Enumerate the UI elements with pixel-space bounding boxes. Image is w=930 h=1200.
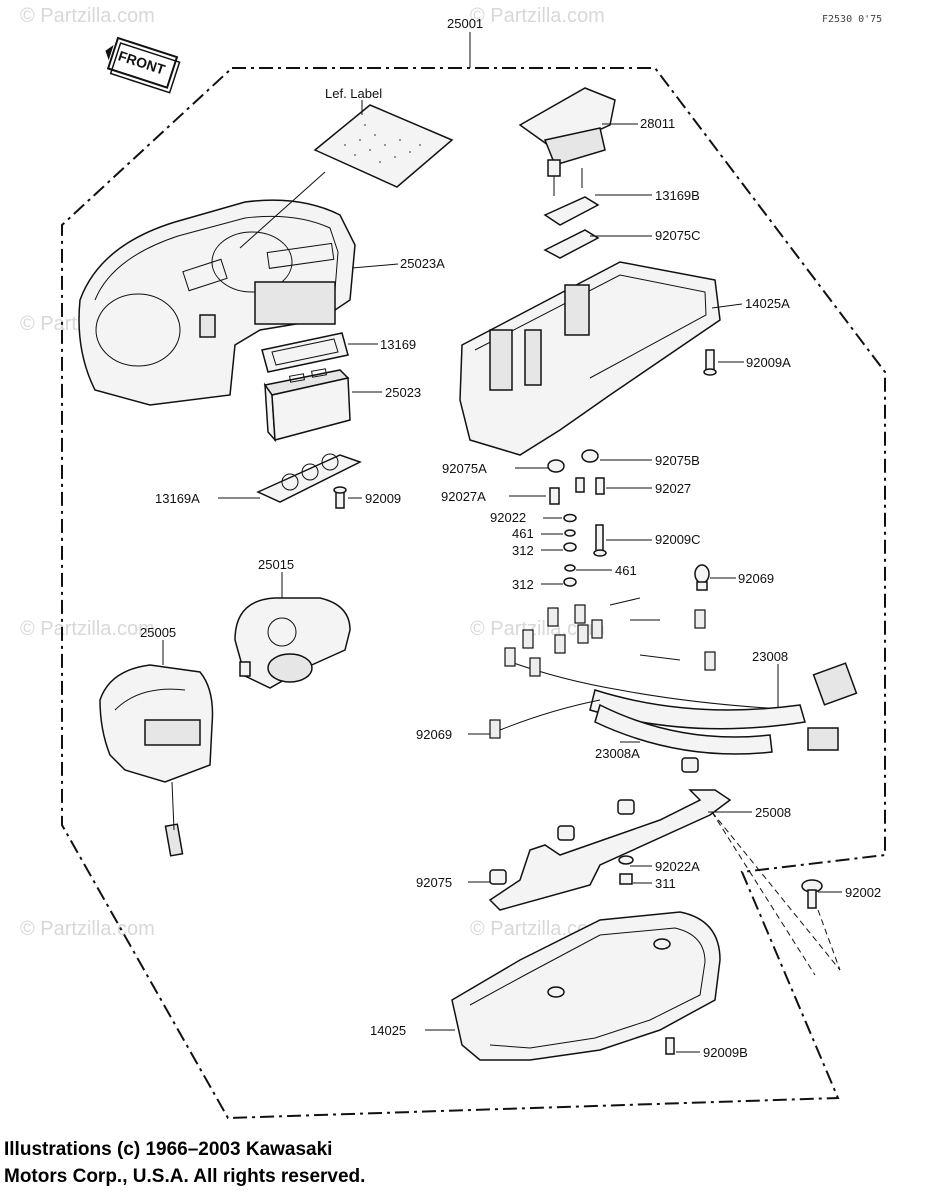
- bracket-25008: [488, 789, 732, 911]
- label-92069[interactable]: 92069: [416, 727, 452, 742]
- label-312[interactable]: 312: [512, 543, 534, 558]
- label-14025a[interactable]: 14025A: [745, 296, 790, 311]
- label-311[interactable]: 311: [655, 876, 676, 891]
- plate-92075c: [543, 229, 600, 259]
- meter-case-14025a: [459, 261, 721, 456]
- label-sticker: [313, 104, 454, 188]
- lower-case-14025: [451, 911, 721, 1061]
- label-25015[interactable]: 25015: [258, 557, 294, 572]
- bracket-13169b: [543, 196, 600, 226]
- label-92009a[interactable]: 92009A: [746, 355, 791, 370]
- label-23008a[interactable]: 23008A: [595, 746, 640, 761]
- label-92075a[interactable]: 92075A: [442, 461, 487, 476]
- label-13169a[interactable]: 13169A: [155, 491, 200, 506]
- label-312[interactable]: 312: [512, 577, 534, 592]
- leader-lines: [162, 32, 842, 1053]
- watermark: © Partzilla.com: [470, 5, 605, 27]
- label-14025[interactable]: 14025: [370, 1023, 406, 1038]
- label-92075b[interactable]: 92075B: [655, 453, 700, 468]
- watermark: © Partzilla.com: [20, 618, 155, 640]
- screw-92002: [801, 879, 823, 909]
- label-92022a[interactable]: 92022A: [655, 859, 700, 874]
- label-13169b[interactable]: 13169B: [655, 188, 700, 203]
- label-25023a[interactable]: 25023A: [400, 256, 445, 271]
- label-92027[interactable]: 92027: [655, 481, 691, 496]
- label-13169[interactable]: 13169: [380, 337, 416, 352]
- assembly-outline: [61, 67, 886, 1120]
- label-25023[interactable]: 25023: [385, 385, 421, 400]
- label-92009b[interactable]: 92009B: [703, 1045, 748, 1060]
- label-92009[interactable]: 92009: [365, 491, 401, 506]
- label-25008[interactable]: 25008: [755, 805, 791, 820]
- part-labels: 25001 Lef. Label 28011 13169B 92075C 250…: [140, 16, 881, 1060]
- wire-harness-23008: [489, 597, 858, 755]
- watermark: © Partzilla.com: [20, 918, 155, 940]
- meter-cover: [78, 199, 356, 406]
- label-92069[interactable]: 92069: [738, 571, 774, 586]
- grommets: [489, 757, 699, 885]
- label-92009c[interactable]: 92009C: [655, 532, 701, 547]
- front-arrow: FRONT: [105, 36, 181, 94]
- lens-13169: [261, 332, 349, 373]
- label-25005[interactable]: 25005: [140, 625, 176, 640]
- label-92002[interactable]: 92002: [845, 885, 881, 900]
- gasket-13169a: [256, 453, 362, 503]
- copyright-line-2: Motors Corp., U.S.A. All rights reserved…: [4, 1166, 366, 1187]
- figure-code: F2530 0'75: [822, 14, 882, 25]
- watermark: © Partzilla.com: [20, 5, 155, 27]
- screw-92009: [333, 486, 347, 509]
- copyright-notice: Illustrations (c) 1966–2003 Kawasaki Mot…: [4, 1136, 365, 1190]
- label-461[interactable]: 461: [512, 526, 534, 541]
- copyright-line-1: Illustrations (c) 1966–2003 Kawasaki: [4, 1139, 333, 1160]
- watermark: © Partzilla.com: [470, 618, 605, 640]
- label-92075[interactable]: 92075: [416, 875, 452, 890]
- label-92075c[interactable]: 92075C: [655, 228, 701, 243]
- bulb-92069: [694, 564, 710, 591]
- speedometer-25005: [99, 664, 214, 857]
- indicator-block: [263, 368, 351, 443]
- label-461[interactable]: 461: [615, 563, 637, 578]
- regulator-28011: [518, 87, 616, 196]
- label-28011[interactable]: 28011: [640, 116, 675, 131]
- label-92022[interactable]: 92022: [490, 510, 526, 525]
- label-92027a[interactable]: 92027A: [441, 489, 486, 504]
- watermarks: © Partzilla.com © Partzilla.com © Partzi…: [20, 5, 605, 940]
- fastener-stack: [547, 449, 607, 587]
- label-lef-label[interactable]: Lef. Label: [325, 86, 382, 101]
- label-25001[interactable]: 25001: [447, 16, 483, 31]
- screw-92009a: [703, 349, 717, 376]
- label-23008[interactable]: 23008: [752, 649, 788, 664]
- tachometer-25015: [234, 597, 351, 689]
